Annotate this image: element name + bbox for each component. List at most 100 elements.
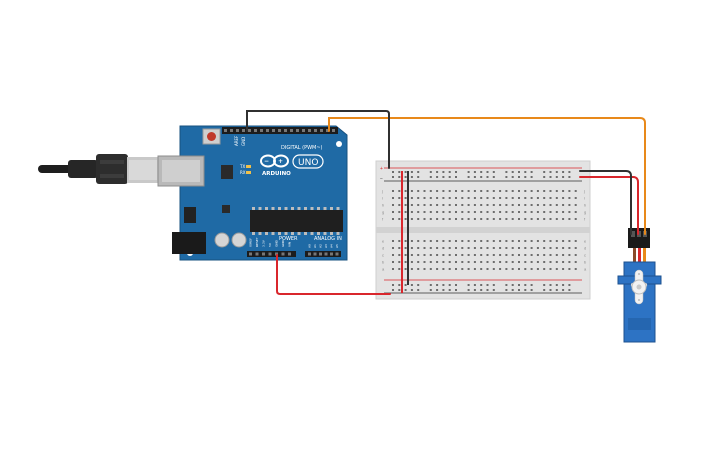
rail-hole[interactable] bbox=[417, 284, 420, 286]
terminal-hole[interactable] bbox=[524, 254, 527, 256]
terminal-hole[interactable] bbox=[536, 211, 539, 213]
terminal-hole[interactable] bbox=[448, 254, 451, 256]
terminal-hole[interactable] bbox=[429, 247, 432, 249]
terminal-hole[interactable] bbox=[392, 197, 394, 199]
rail-hole[interactable] bbox=[410, 289, 413, 291]
terminal-hole[interactable] bbox=[549, 240, 552, 242]
terminal-hole[interactable] bbox=[392, 240, 394, 242]
rail-hole[interactable] bbox=[392, 171, 394, 173]
header-pin[interactable] bbox=[284, 129, 287, 132]
rail-hole[interactable] bbox=[410, 171, 413, 173]
rail-hole[interactable] bbox=[543, 176, 546, 178]
rail-hole[interactable] bbox=[448, 289, 451, 291]
terminal-hole[interactable] bbox=[392, 268, 394, 270]
terminal-hole[interactable] bbox=[524, 268, 527, 270]
terminal-hole[interactable] bbox=[536, 240, 539, 242]
rail-hole[interactable] bbox=[467, 171, 470, 173]
terminal-hole[interactable] bbox=[392, 211, 394, 213]
terminal-hole[interactable] bbox=[410, 197, 413, 199]
header-pin[interactable] bbox=[288, 252, 291, 256]
terminal-hole[interactable] bbox=[455, 190, 457, 192]
rail-hole[interactable] bbox=[511, 289, 514, 291]
terminal-hole[interactable] bbox=[562, 268, 565, 270]
terminal-hole[interactable] bbox=[429, 218, 432, 220]
terminal-hole[interactable] bbox=[467, 218, 470, 220]
rail-hole[interactable] bbox=[467, 176, 470, 178]
usb-cable[interactable] bbox=[38, 154, 159, 184]
terminal-hole[interactable] bbox=[448, 268, 451, 270]
header-pin[interactable] bbox=[330, 252, 333, 256]
terminal-hole[interactable] bbox=[549, 247, 552, 249]
rail-hole[interactable] bbox=[404, 284, 407, 286]
rail-hole[interactable] bbox=[480, 171, 483, 173]
terminal-hole[interactable] bbox=[518, 218, 520, 220]
terminal-hole[interactable] bbox=[429, 204, 432, 206]
rail-hole[interactable] bbox=[568, 176, 571, 178]
rail-hole[interactable] bbox=[555, 284, 558, 286]
terminal-hole[interactable] bbox=[417, 254, 420, 256]
terminal-hole[interactable] bbox=[555, 247, 558, 249]
terminal-hole[interactable] bbox=[486, 197, 489, 199]
terminal-hole[interactable] bbox=[505, 218, 508, 220]
terminal-hole[interactable] bbox=[574, 247, 577, 249]
terminal-hole[interactable] bbox=[473, 268, 476, 270]
terminal-hole[interactable] bbox=[448, 211, 451, 213]
terminal-hole[interactable] bbox=[574, 211, 577, 213]
terminal-hole[interactable] bbox=[568, 240, 571, 242]
terminal-hole[interactable] bbox=[530, 190, 533, 192]
terminal-hole[interactable] bbox=[524, 190, 527, 192]
terminal-hole[interactable] bbox=[417, 197, 420, 199]
terminal-hole[interactable] bbox=[492, 268, 495, 270]
servo-power-wire[interactable] bbox=[579, 176, 639, 235]
terminal-hole[interactable] bbox=[499, 268, 502, 270]
terminal-hole[interactable] bbox=[549, 268, 552, 270]
terminal-hole[interactable] bbox=[461, 268, 464, 270]
terminal-hole[interactable] bbox=[417, 204, 420, 206]
terminal-hole[interactable] bbox=[492, 247, 495, 249]
terminal-hole[interactable] bbox=[518, 204, 520, 206]
terminal-hole[interactable] bbox=[417, 240, 420, 242]
terminal-hole[interactable] bbox=[499, 197, 502, 199]
terminal-hole[interactable] bbox=[530, 218, 533, 220]
rail-hole[interactable] bbox=[410, 284, 413, 286]
terminal-hole[interactable] bbox=[423, 240, 426, 242]
rail-hole[interactable] bbox=[505, 171, 508, 173]
terminal-hole[interactable] bbox=[524, 218, 527, 220]
terminal-hole[interactable] bbox=[442, 268, 445, 270]
terminal-hole[interactable] bbox=[518, 261, 520, 263]
terminal-hole[interactable] bbox=[410, 247, 413, 249]
terminal-hole[interactable] bbox=[404, 240, 407, 242]
terminal-hole[interactable] bbox=[568, 218, 571, 220]
header-pin[interactable] bbox=[296, 129, 299, 132]
terminal-hole[interactable] bbox=[480, 211, 483, 213]
terminal-hole[interactable] bbox=[398, 254, 401, 256]
terminal-hole[interactable] bbox=[562, 218, 565, 220]
rail-hole[interactable] bbox=[549, 284, 552, 286]
terminal-hole[interactable] bbox=[511, 211, 514, 213]
terminal-hole[interactable] bbox=[543, 190, 546, 192]
terminal-hole[interactable] bbox=[455, 218, 457, 220]
terminal-hole[interactable] bbox=[530, 204, 533, 206]
terminal-hole[interactable] bbox=[536, 218, 539, 220]
rail-hole[interactable] bbox=[442, 284, 445, 286]
terminal-hole[interactable] bbox=[555, 204, 558, 206]
terminal-hole[interactable] bbox=[511, 197, 514, 199]
terminal-hole[interactable] bbox=[423, 204, 426, 206]
terminal-hole[interactable] bbox=[461, 197, 464, 199]
terminal-hole[interactable] bbox=[574, 254, 577, 256]
terminal-hole[interactable] bbox=[467, 254, 470, 256]
header-pin[interactable] bbox=[224, 129, 227, 132]
terminal-hole[interactable] bbox=[492, 218, 495, 220]
terminal-hole[interactable] bbox=[473, 197, 476, 199]
terminal-hole[interactable] bbox=[461, 261, 464, 263]
terminal-hole[interactable] bbox=[486, 218, 489, 220]
terminal-hole[interactable] bbox=[518, 197, 520, 199]
terminal-hole[interactable] bbox=[461, 204, 464, 206]
rail-hole[interactable] bbox=[429, 176, 432, 178]
rail-hole[interactable] bbox=[518, 284, 520, 286]
terminal-hole[interactable] bbox=[480, 197, 483, 199]
terminal-hole[interactable] bbox=[574, 218, 577, 220]
terminal-hole[interactable] bbox=[442, 204, 445, 206]
terminal-hole[interactable] bbox=[543, 261, 546, 263]
terminal-hole[interactable] bbox=[392, 254, 394, 256]
